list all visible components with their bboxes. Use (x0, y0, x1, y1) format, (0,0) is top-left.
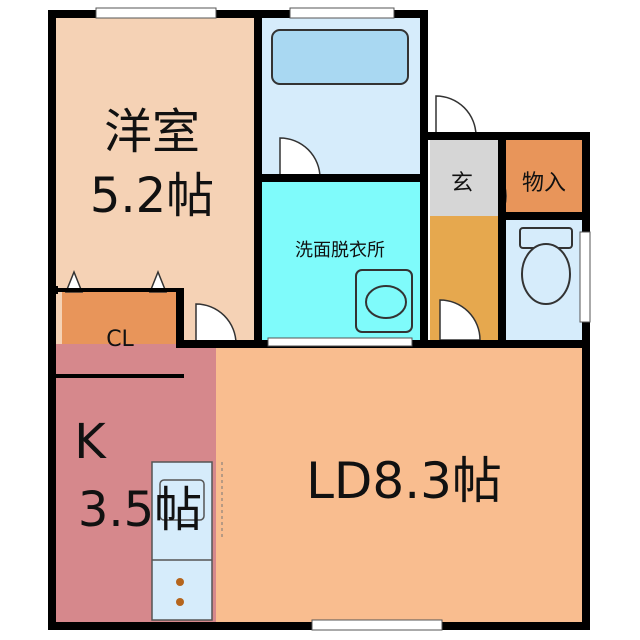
western-room-name: 洋室 (104, 104, 200, 160)
washbasin-bowl (365, 285, 407, 319)
entrance-floor (430, 140, 502, 216)
bathtub (271, 29, 409, 85)
door-swing (195, 95, 507, 345)
living-dining-floor (216, 344, 586, 622)
stove-burner (176, 578, 184, 586)
storage-label: 物入 (522, 171, 566, 196)
sliding-door (267, 337, 413, 347)
entrance-label: 玄 (451, 171, 473, 196)
kitchen-sink (159, 479, 205, 521)
closet-label: CL (106, 327, 134, 352)
western-room-size: 5.2帖 (90, 168, 214, 224)
toilet-bowl (521, 243, 571, 305)
stove-burner (176, 598, 184, 606)
kitchen-size: 3.5帖 (78, 482, 202, 538)
washroom-label: 洗面脱衣所 (295, 240, 385, 261)
storage-floor (506, 140, 582, 216)
living-dining-label: LD8.3帖 (306, 452, 502, 510)
kitchen-name: K (74, 414, 107, 470)
closet-door-arrow (64, 269, 168, 293)
window (95, 7, 591, 631)
